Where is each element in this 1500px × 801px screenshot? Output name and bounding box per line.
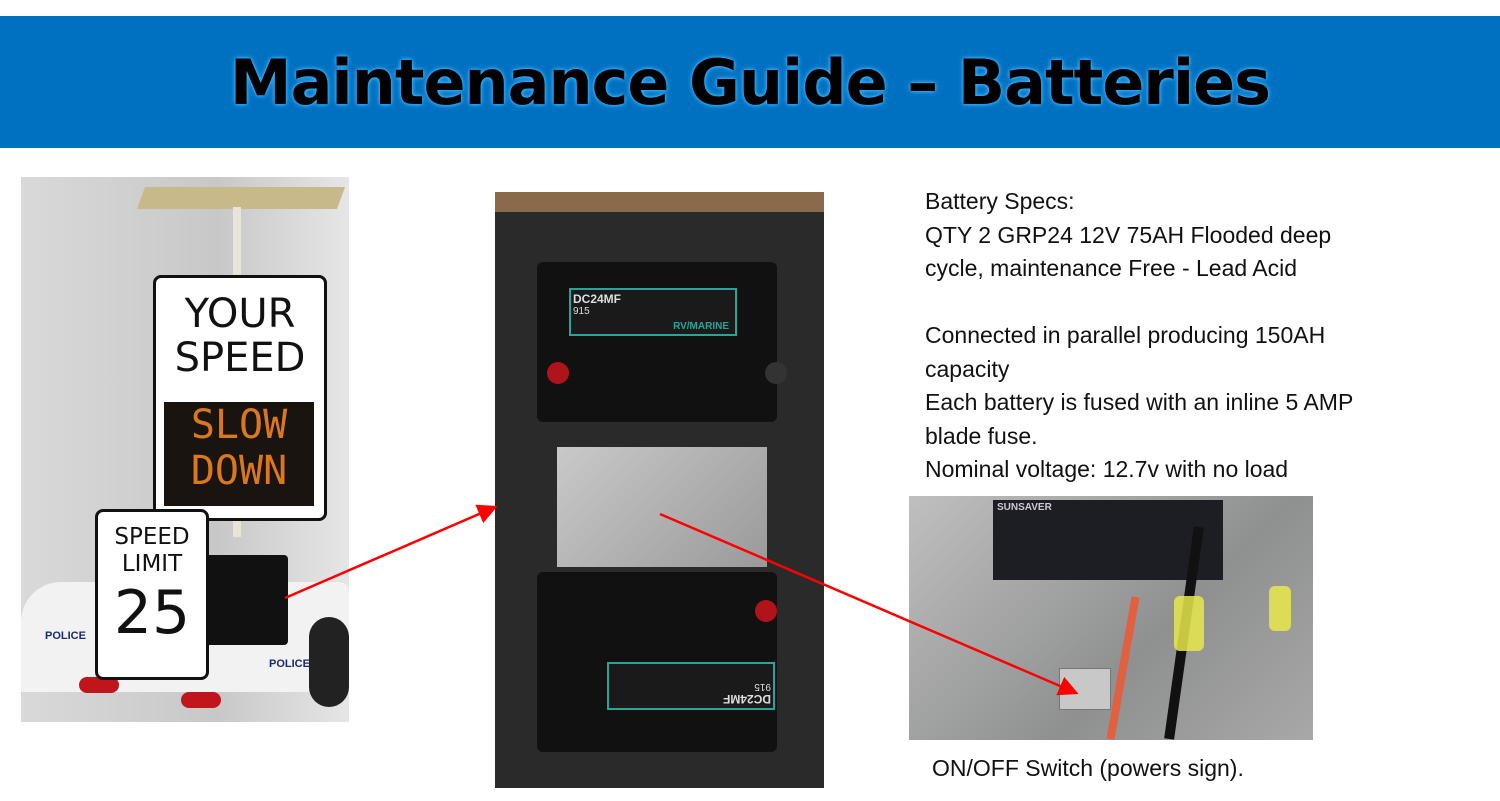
charge-controller-photo: SUNSAVER xyxy=(909,496,1313,740)
inline-fuse xyxy=(1269,586,1291,631)
tail-light xyxy=(181,692,221,708)
police-label: POLICE xyxy=(269,658,310,670)
specs-line: Nominal voltage: 12.7v with no load xyxy=(925,456,1289,482)
on-off-switch xyxy=(1059,668,1111,710)
mounting-plate xyxy=(557,447,767,567)
specs-line: Connected in parallel producing 150AH xyxy=(925,322,1326,348)
negative-terminal xyxy=(765,362,787,384)
positive-terminal xyxy=(755,600,777,622)
specs-line: blade fuse. xyxy=(925,422,1038,449)
battery-model: DC24MF xyxy=(722,692,771,706)
led-text: DOWN xyxy=(190,448,288,494)
speed-limit-sign: SPEED LIMIT 25 xyxy=(95,509,209,680)
battery-box-photo: DC24MF 915 RV/MARINE DC24MF 915 xyxy=(495,192,824,788)
specs-line: capacity xyxy=(925,355,1010,382)
tail-light xyxy=(79,677,119,693)
battery-model: DC24MF xyxy=(573,292,622,306)
wheel xyxy=(309,617,349,707)
speed-limit-value: 25 xyxy=(113,578,191,648)
specs-heading: Battery Specs: xyxy=(925,188,1075,214)
title-banner: Maintenance Guide – Batteries xyxy=(0,16,1500,148)
specs-line: Each battery is fused with an inline 5 A… xyxy=(925,389,1354,415)
battery-box xyxy=(203,555,288,645)
battery-top: DC24MF 915 RV/MARINE xyxy=(537,262,787,422)
sign-text: SPEED xyxy=(114,524,190,550)
controller-brand: SUNSAVER xyxy=(997,502,1052,513)
wire xyxy=(1106,596,1140,740)
specs-line: cycle, maintenance Free - Lead Acid xyxy=(925,255,1298,281)
battery-mca: 915 xyxy=(754,681,771,692)
slide-title: Maintenance Guide – Batteries xyxy=(229,45,1271,119)
police-label: POLICE xyxy=(45,630,86,642)
battery-mca: 915 xyxy=(573,306,590,317)
inline-fuse xyxy=(1174,596,1204,651)
switch-caption: ON/OFF Switch (powers sign). xyxy=(932,755,1244,781)
sign-text: LIMIT xyxy=(121,551,183,577)
battery-specs: Battery Specs: QTY 2 GRP24 12V 75AH Floo… xyxy=(925,185,1445,487)
specs-line: QTY 2 GRP24 12V 75AH Flooded deep xyxy=(925,221,1332,248)
battery-label: DC24MF 915 xyxy=(607,662,775,710)
battery-type: RV/MARINE xyxy=(673,321,729,332)
your-speed-sign: YOUR SPEED SLOW DOWN xyxy=(153,275,327,521)
solar-panel xyxy=(136,187,346,209)
sign-text: YOUR xyxy=(184,291,296,337)
speed-trailer-photo: YOUR SPEED SLOW DOWN POLICE POLICE SPEED… xyxy=(21,177,349,722)
background-surface xyxy=(495,192,824,212)
sign-text: SPEED xyxy=(174,335,306,381)
led-text: SLOW xyxy=(190,402,288,448)
battery-bottom: DC24MF 915 xyxy=(537,572,777,752)
led-display: SLOW DOWN xyxy=(164,402,314,506)
battery-label: DC24MF 915 RV/MARINE xyxy=(569,288,737,336)
positive-terminal xyxy=(547,362,569,384)
